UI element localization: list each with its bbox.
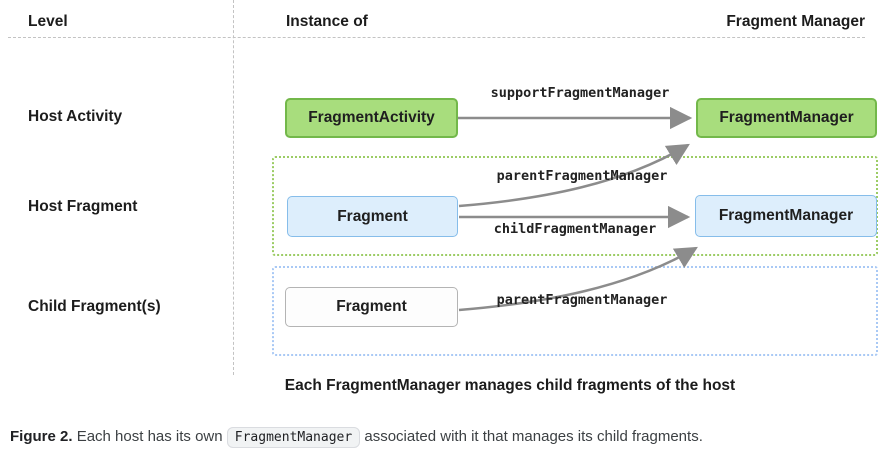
figure-caption-text-before: Each host has its own	[76, 428, 223, 445]
arrow-label-child-fragment-manager: childFragmentManager	[493, 221, 657, 237]
fragment-manager-code-chip: FragmentManager	[226, 427, 361, 448]
column-divider	[233, 0, 234, 375]
column-header-fragment-manager: Fragment Manager	[726, 13, 865, 30]
fragment-manager-box-activity: FragmentManager	[696, 98, 877, 138]
figure-caption-label: Figure 2.	[10, 428, 73, 445]
arrow-label-support-fragment-manager: supportFragmentManager	[490, 85, 670, 101]
fragment-box-host: Fragment	[287, 196, 458, 237]
column-header-level: Level	[28, 13, 68, 30]
fragment-activity-box: FragmentActivity	[285, 98, 458, 138]
arrow-label-parent-fragment-manager-host: parentFragmentManager	[496, 168, 668, 184]
fragment-manager-box-fragment: FragmentManager	[695, 195, 877, 237]
figure-caption: Figure 2. Each host has its own Fragment…	[10, 427, 703, 448]
fragment-box-child: Fragment	[285, 287, 458, 327]
footer-note: Each FragmentManager manages child fragm…	[284, 377, 736, 394]
row-label-host-fragment: Host Fragment	[28, 198, 138, 215]
arrow-label-parent-fragment-manager-child: parentFragmentManager	[496, 292, 668, 308]
column-header-instance-of: Instance of	[286, 13, 368, 30]
figure-caption-text-after: associated with it that manages its chil…	[364, 428, 703, 445]
row-label-host-activity: Host Activity	[28, 108, 123, 125]
row-label-child-fragment: Child Fragment(s)	[28, 298, 161, 315]
header-divider	[8, 37, 865, 38]
